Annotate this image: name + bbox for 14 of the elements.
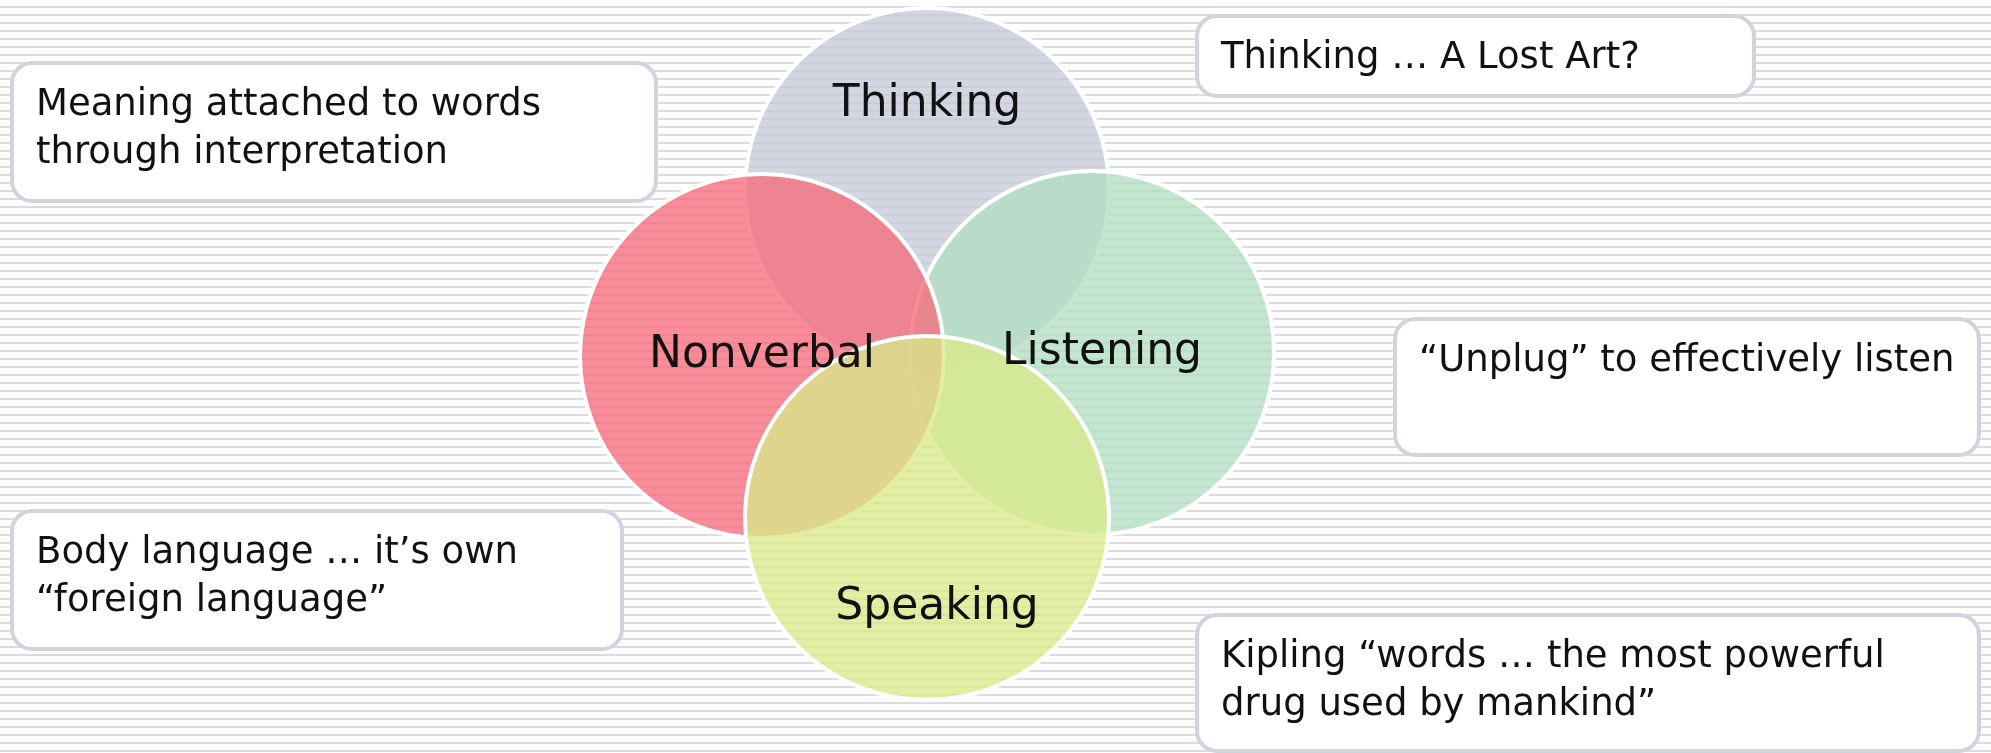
callout-text: Meaning attached to words through interpretation <box>36 80 543 175</box>
callout-text: Kipling “words … the most powerful drug used by mankind” <box>1221 632 1886 727</box>
callout-text: Body language … it’s own “foreign language” <box>36 528 519 623</box>
callout-text: Thinking … A Lost Art? <box>1221 33 1641 79</box>
circle-label: Listening <box>1002 322 1202 374</box>
circle-label: Thinking <box>832 74 1022 126</box>
callout-box <box>1195 14 1756 99</box>
callout-box <box>10 509 624 651</box>
callout-box <box>1195 613 1981 753</box>
callout-text: “Unplug” to effectively listen <box>1419 336 1955 382</box>
callout-box <box>10 61 658 203</box>
circle-label: Speaking <box>835 577 1039 629</box>
circle-label: Nonverbal <box>649 325 875 377</box>
callout-box <box>1393 317 1981 457</box>
